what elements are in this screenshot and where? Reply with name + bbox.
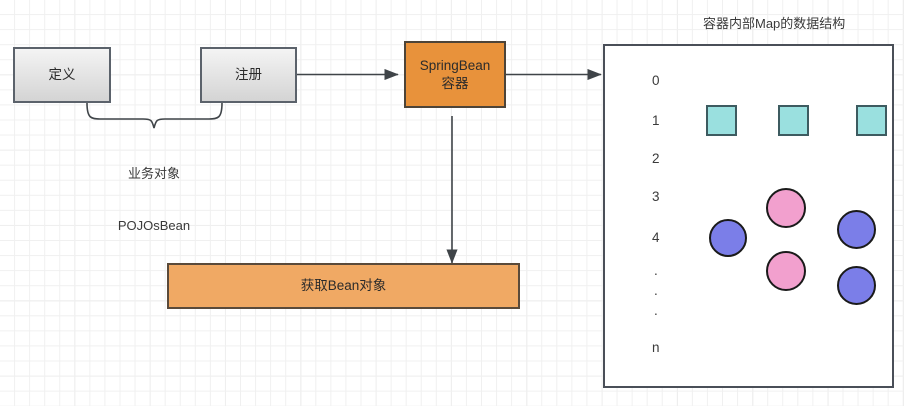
container-label-line1: SpringBean — [419, 58, 491, 74]
brace-label: 业务对象 POJOsBean — [104, 131, 204, 268]
index-label-dot-3: . — [654, 303, 658, 318]
box-register-label: 注册 — [235, 67, 262, 83]
index-label-0: 0 — [652, 73, 660, 88]
brace-connector — [86, 102, 223, 129]
index-label-dot-1: . — [654, 263, 658, 278]
tree-node-root — [709, 219, 747, 257]
container-label-line2: 容器 — [441, 75, 469, 91]
tree-node-blue-bottom — [837, 266, 876, 305]
index-label-1: 1 — [652, 113, 660, 128]
index-label-2: 2 — [652, 151, 660, 166]
box-define-label: 定义 — [48, 67, 76, 83]
tree-node-pink-bottom — [766, 251, 806, 291]
linked-list-node-1 — [706, 105, 737, 136]
index-label-4: 4 — [652, 230, 660, 245]
brace-label-line2: POJOsBean — [117, 217, 191, 233]
box-define[interactable]: 定义 — [13, 47, 111, 103]
index-label-3: 3 — [652, 189, 660, 204]
linked-list-node-3 — [856, 105, 887, 136]
index-label-dot-2: . — [654, 283, 658, 298]
tree-node-pink-top — [766, 188, 806, 228]
box-springbean-container[interactable]: SpringBean 容器 — [404, 41, 506, 108]
panel-title: 容器内部Map的数据结构 — [703, 16, 846, 31]
linked-list-node-2 — [778, 105, 809, 136]
box-get-bean[interactable]: 获取Bean对象 — [167, 263, 520, 309]
index-label-n: n — [652, 340, 660, 355]
tree-node-blue-top — [837, 210, 876, 249]
box-get-bean-label: 获取Bean对象 — [300, 278, 387, 294]
brace-label-line1: 业务对象 — [127, 166, 180, 182]
box-register[interactable]: 注册 — [200, 47, 297, 103]
